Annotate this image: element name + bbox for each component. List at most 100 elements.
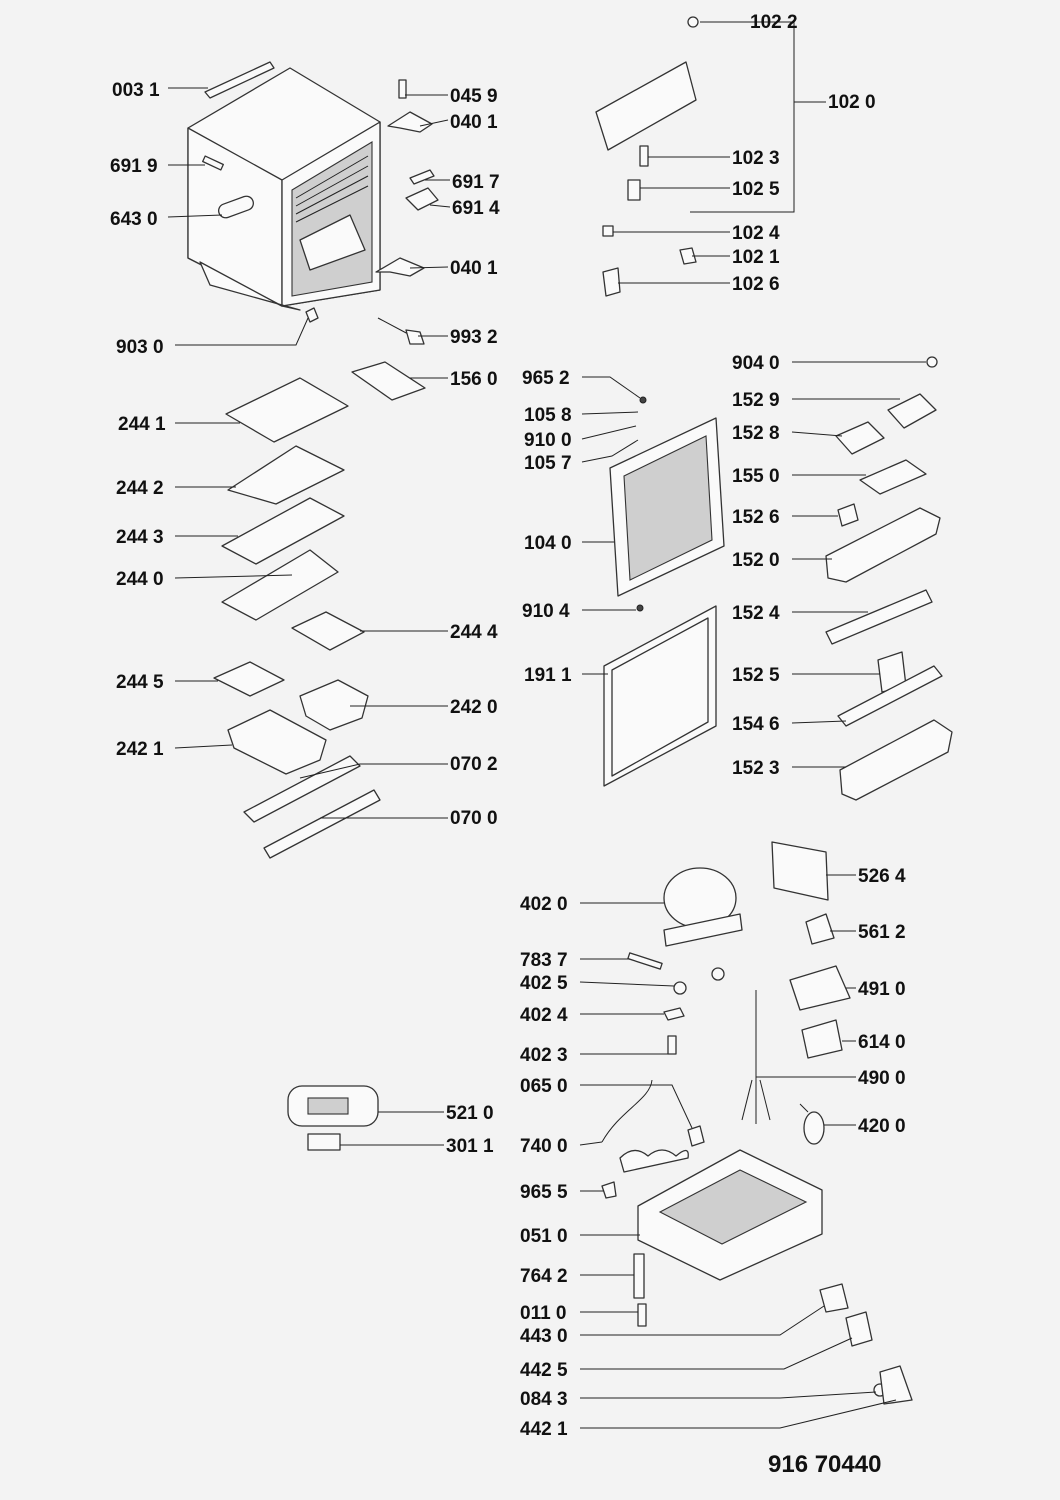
egg-cover-1528-part bbox=[835, 421, 885, 455]
upper-hinge-part bbox=[387, 111, 433, 133]
leader-c6430 bbox=[167, 214, 223, 218]
callout-label-c5210: 521 0 bbox=[446, 1103, 494, 1124]
capacitor-4200-part bbox=[799, 1103, 825, 1145]
hinge-pin-part bbox=[398, 79, 407, 99]
part-7837 bbox=[627, 952, 663, 970]
relay-5264-part bbox=[771, 841, 829, 901]
callout-label-c2420: 242 0 bbox=[450, 697, 498, 718]
part-5612 bbox=[805, 913, 835, 945]
bracket-4421-part bbox=[879, 1365, 913, 1405]
part-6140 bbox=[801, 1019, 843, 1059]
callout-label-c6140: 614 0 bbox=[858, 1032, 906, 1053]
callout-label-c1529: 152 9 bbox=[732, 390, 780, 411]
top-strip-part bbox=[204, 61, 275, 99]
cable-4900-part bbox=[741, 990, 771, 1124]
control-panel-5210-part bbox=[287, 1085, 379, 1127]
part-6917 bbox=[409, 169, 435, 185]
cabinet-part bbox=[187, 67, 381, 311]
inner-door-recess bbox=[623, 435, 713, 581]
bracket-1020 bbox=[690, 21, 795, 213]
shelf-2443-part bbox=[221, 497, 345, 565]
ice-tray-part bbox=[351, 361, 426, 401]
leader-c9652a bbox=[582, 376, 641, 399]
callout-label-c0401a: 040 1 bbox=[450, 112, 498, 133]
callout-label-c4025: 402 5 bbox=[520, 973, 568, 994]
callout-label-c9040: 904 0 bbox=[732, 353, 780, 374]
callout-label-c9100: 910 0 bbox=[524, 430, 572, 451]
callout-label-c1524: 152 4 bbox=[732, 603, 780, 624]
callout-label-c3011: 301 1 bbox=[446, 1136, 494, 1157]
bar-1524-part bbox=[825, 589, 933, 645]
foot-part bbox=[305, 307, 319, 323]
callout-label-c0459: 045 9 bbox=[450, 86, 498, 107]
callout-label-c7400: 740 0 bbox=[520, 1136, 568, 1157]
leader-c7400 bbox=[579, 1141, 603, 1146]
egg-tray-1550-part bbox=[859, 459, 927, 495]
callout-label-c1040: 104 0 bbox=[524, 533, 572, 554]
crisper-cover-2440-part bbox=[221, 549, 339, 621]
leader-c6914 bbox=[429, 204, 451, 208]
callout-label-c5612: 561 2 bbox=[858, 922, 906, 943]
callout-label-c1520: 152 0 bbox=[732, 550, 780, 571]
leader-c4425 bbox=[580, 1337, 853, 1370]
callout-label-c1526: 152 6 bbox=[732, 507, 780, 528]
compressor-4020-part bbox=[663, 867, 743, 947]
callout-label-c4020: 402 0 bbox=[520, 894, 568, 915]
callout-label-c1024: 102 4 bbox=[732, 223, 780, 244]
label-3011-part bbox=[307, 1133, 341, 1151]
callout-label-c1560: 156 0 bbox=[450, 369, 498, 390]
rail-0700-part bbox=[263, 789, 381, 859]
callout-label-c2442: 244 2 bbox=[116, 478, 164, 499]
callout-label-c4023: 402 3 bbox=[520, 1045, 568, 1066]
shelf-2442-part bbox=[227, 445, 345, 505]
callout-label-c2443: 244 3 bbox=[116, 527, 164, 548]
part-1025 bbox=[627, 179, 641, 201]
callout-label-c2421: 242 1 bbox=[116, 739, 164, 760]
leader-c0843 bbox=[580, 1391, 877, 1399]
callout-label-c4430: 443 0 bbox=[520, 1326, 568, 1347]
callout-label-c9652a: 965 2 bbox=[522, 368, 570, 389]
callout-label-c0401b: 040 1 bbox=[450, 258, 498, 279]
callout-label-c1023: 102 3 bbox=[732, 148, 780, 169]
clip-4024-part bbox=[663, 1007, 685, 1021]
spring-0110-part bbox=[637, 1303, 647, 1327]
leader-c0702 bbox=[299, 763, 448, 779]
callout-label-c0110: 011 0 bbox=[520, 1303, 567, 1324]
lower-hinge-part bbox=[375, 257, 425, 277]
leader-c4025 bbox=[579, 981, 675, 987]
handle-1026-part bbox=[602, 267, 621, 297]
leader-c9100 bbox=[581, 425, 637, 440]
callout-label-c0031: 003 1 bbox=[112, 80, 160, 101]
callout-label-c7837: 783 7 bbox=[520, 950, 568, 971]
callout-label-c4421: 442 1 bbox=[520, 1419, 568, 1440]
drawer-2420-part bbox=[299, 679, 369, 731]
leader-c4430 bbox=[580, 1305, 825, 1336]
door-bin-1520-part bbox=[825, 507, 941, 583]
leader-c0401b bbox=[409, 266, 449, 269]
drawer-2421-part bbox=[227, 709, 327, 775]
leader-c4421 bbox=[580, 1399, 897, 1429]
callout-label-c2445: 244 5 bbox=[116, 672, 164, 693]
callout-label-c0650: 065 0 bbox=[520, 1076, 568, 1097]
callout-label-c1022: 102 2 bbox=[750, 12, 798, 33]
grommet-4025-part bbox=[673, 981, 687, 995]
part-9104 bbox=[636, 604, 644, 612]
callout-label-c2441: 244 1 bbox=[118, 414, 166, 435]
part-7642 bbox=[633, 1253, 645, 1299]
clip-4023-part bbox=[667, 1035, 677, 1055]
callout-label-c4200: 420 0 bbox=[858, 1116, 906, 1137]
callout-label-c4910: 491 0 bbox=[858, 979, 906, 1000]
part-1024 bbox=[602, 225, 614, 237]
leader-c9030 bbox=[175, 317, 309, 346]
callout-label-c6430: 643 0 bbox=[110, 209, 158, 230]
callout-label-c1525: 152 5 bbox=[732, 665, 780, 686]
gasket-1911-inner bbox=[611, 617, 709, 777]
callout-label-c0510: 051 0 bbox=[520, 1226, 568, 1247]
door-bin-1523-part bbox=[839, 719, 953, 801]
leader-c0401a bbox=[419, 119, 449, 127]
part-1023 bbox=[639, 145, 649, 167]
callout-label-c1911: 191 1 bbox=[524, 665, 572, 686]
callout-label-c9030: 903 0 bbox=[116, 337, 164, 358]
tray-2444-part bbox=[291, 611, 365, 651]
callout-label-c0702: 070 2 bbox=[450, 754, 498, 775]
